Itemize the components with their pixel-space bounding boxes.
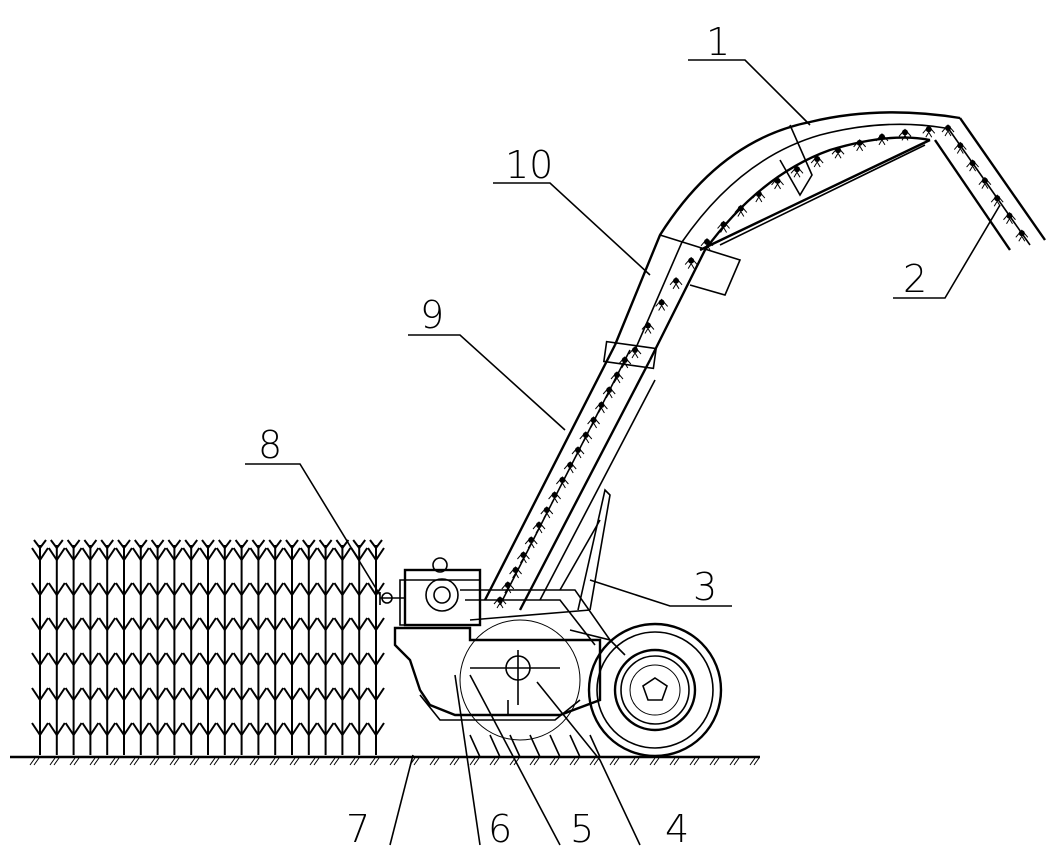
crop-plant — [115, 539, 133, 755]
chain-flight — [641, 321, 655, 334]
chain-flight — [978, 176, 992, 189]
callout-4: 4 — [665, 807, 689, 851]
chain-flight — [990, 194, 1004, 207]
chain-flight — [579, 431, 593, 444]
chain-flight — [618, 356, 632, 369]
chain-flight — [831, 146, 845, 159]
wheel-icon — [587, 622, 723, 758]
crop-plant — [367, 539, 385, 755]
chain-flight — [734, 204, 748, 217]
chain-flight — [898, 128, 912, 141]
chain-flight — [810, 155, 824, 168]
crop-plant — [199, 539, 217, 755]
chain-flight — [684, 256, 698, 269]
chain-flight — [540, 506, 554, 519]
conveyor-chain-icon — [493, 124, 1029, 609]
crop-row-icon — [31, 539, 385, 755]
crop-plant — [165, 539, 184, 755]
chain-flight — [524, 536, 538, 549]
chain-flight — [563, 461, 577, 474]
chain-flight — [771, 177, 784, 190]
gearbox-icon — [379, 557, 482, 627]
crop-plant — [316, 539, 335, 755]
crop-plant — [232, 539, 251, 755]
crop-plant — [47, 539, 66, 755]
chain-flight — [790, 165, 804, 178]
chain-flight — [717, 220, 730, 233]
chain-flight — [700, 238, 714, 251]
chain-flight — [595, 401, 608, 414]
ground-line — [10, 755, 760, 766]
crop-plant — [31, 539, 49, 755]
leader-lines — [245, 59, 1001, 846]
chain-flight — [853, 139, 867, 152]
crop-plant — [350, 539, 369, 755]
chain-flight — [669, 277, 683, 290]
chain-flight — [587, 416, 600, 429]
chain-flight — [941, 124, 955, 137]
crop-plant — [283, 539, 301, 755]
chain-flight — [501, 581, 515, 594]
callout-3: 3 — [693, 565, 717, 609]
chain-flight — [875, 133, 889, 146]
callout-2: 2 — [903, 257, 927, 301]
chain-flight — [752, 190, 766, 203]
chain-flight — [571, 446, 585, 459]
crop-plant — [333, 539, 352, 755]
callout-5: 5 — [570, 807, 594, 851]
chain-flight — [628, 346, 642, 359]
callout-7: 7 — [346, 807, 370, 851]
callout-6: 6 — [488, 807, 512, 851]
crop-plant — [182, 539, 201, 755]
upper-conveyor-arch — [613, 111, 1046, 361]
chain-flight — [548, 491, 561, 504]
lower-conveyor — [483, 340, 658, 611]
callout-8: 8 — [258, 423, 282, 467]
chain-flight — [655, 298, 669, 311]
chain-flight — [922, 125, 936, 138]
chain-flight — [1003, 211, 1016, 225]
support-strut — [559, 488, 626, 656]
drive-gear-icon — [459, 619, 581, 741]
chain-flight — [602, 386, 616, 399]
callout-9: 9 — [420, 293, 444, 337]
crop-plant — [81, 539, 100, 755]
chain-flight — [1015, 229, 1029, 242]
crop-plant — [98, 539, 117, 755]
chain-flight — [532, 521, 546, 534]
chain-flight — [517, 551, 530, 564]
callout-1: 1 — [706, 20, 730, 64]
chain-flight — [509, 566, 522, 579]
crop-plant — [299, 539, 318, 755]
chain-flight — [953, 141, 967, 154]
crop-plant — [131, 539, 150, 755]
chain-flight — [493, 596, 507, 609]
crop-plant — [249, 539, 268, 755]
crop-plant — [64, 539, 83, 755]
chain-flight — [610, 371, 624, 384]
callout-10: 10 — [505, 143, 553, 187]
chain-flight — [966, 159, 979, 172]
chain-flight — [556, 476, 569, 489]
crop-plant — [148, 539, 167, 755]
crop-plant — [215, 539, 234, 755]
machine-frame — [393, 579, 611, 721]
cutter-teeth — [469, 734, 601, 758]
crop-plant — [266, 539, 285, 755]
